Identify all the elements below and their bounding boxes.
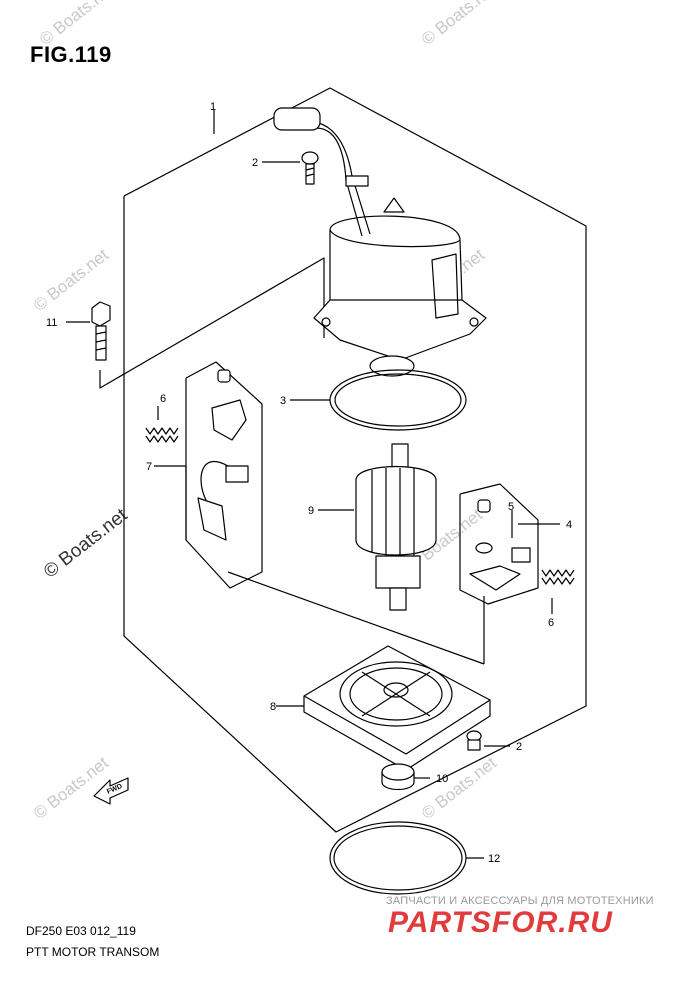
end-plate: [303, 645, 491, 771]
washer: [381, 763, 415, 791]
callout-4: 4: [566, 519, 572, 531]
callout-8: 8: [270, 701, 276, 713]
spring-right: [541, 569, 575, 585]
callout-6: 6: [160, 393, 166, 405]
callout-6: 6: [548, 617, 554, 629]
assembly-outline: [123, 87, 587, 833]
callout-1: 1: [210, 101, 216, 113]
branding-caption: ЗАПЧАСТИ И АКСЕССУАРЫ ДЛЯ МОТОТЕХНИКИ: [386, 895, 654, 907]
callout-9: 9: [308, 505, 314, 517]
fwd-arrow-icon: [93, 777, 129, 805]
ptt-motor: [273, 107, 487, 377]
callout-2: 2: [252, 157, 258, 169]
spring-left: [145, 427, 179, 443]
diagram-name: PTT MOTOR TRANSOM: [26, 945, 160, 959]
o-ring: [329, 369, 467, 431]
brush-holder-left: [185, 361, 263, 589]
branding-logo: PARTSFOR.RU: [388, 906, 613, 939]
bolt-bottom: [466, 730, 482, 751]
callout-10: 10: [436, 773, 448, 785]
assembly-inner-line: [99, 257, 325, 389]
o-ring-large: [329, 821, 467, 895]
callout-3: 3: [280, 395, 286, 407]
callout-11: 11: [46, 317, 57, 329]
diagram-code: DF250 E03 012_119: [26, 924, 136, 938]
callout-12: 12: [488, 853, 500, 865]
callout-2: 2: [516, 741, 522, 753]
bolt-top: [301, 151, 319, 185]
callout-5: 5: [508, 501, 514, 513]
figure-title: FIG.119: [30, 42, 112, 67]
callout-7: 7: [146, 461, 152, 473]
armature: [355, 443, 437, 611]
bolt-11: [91, 301, 111, 361]
brush-holder-right: [459, 483, 539, 605]
